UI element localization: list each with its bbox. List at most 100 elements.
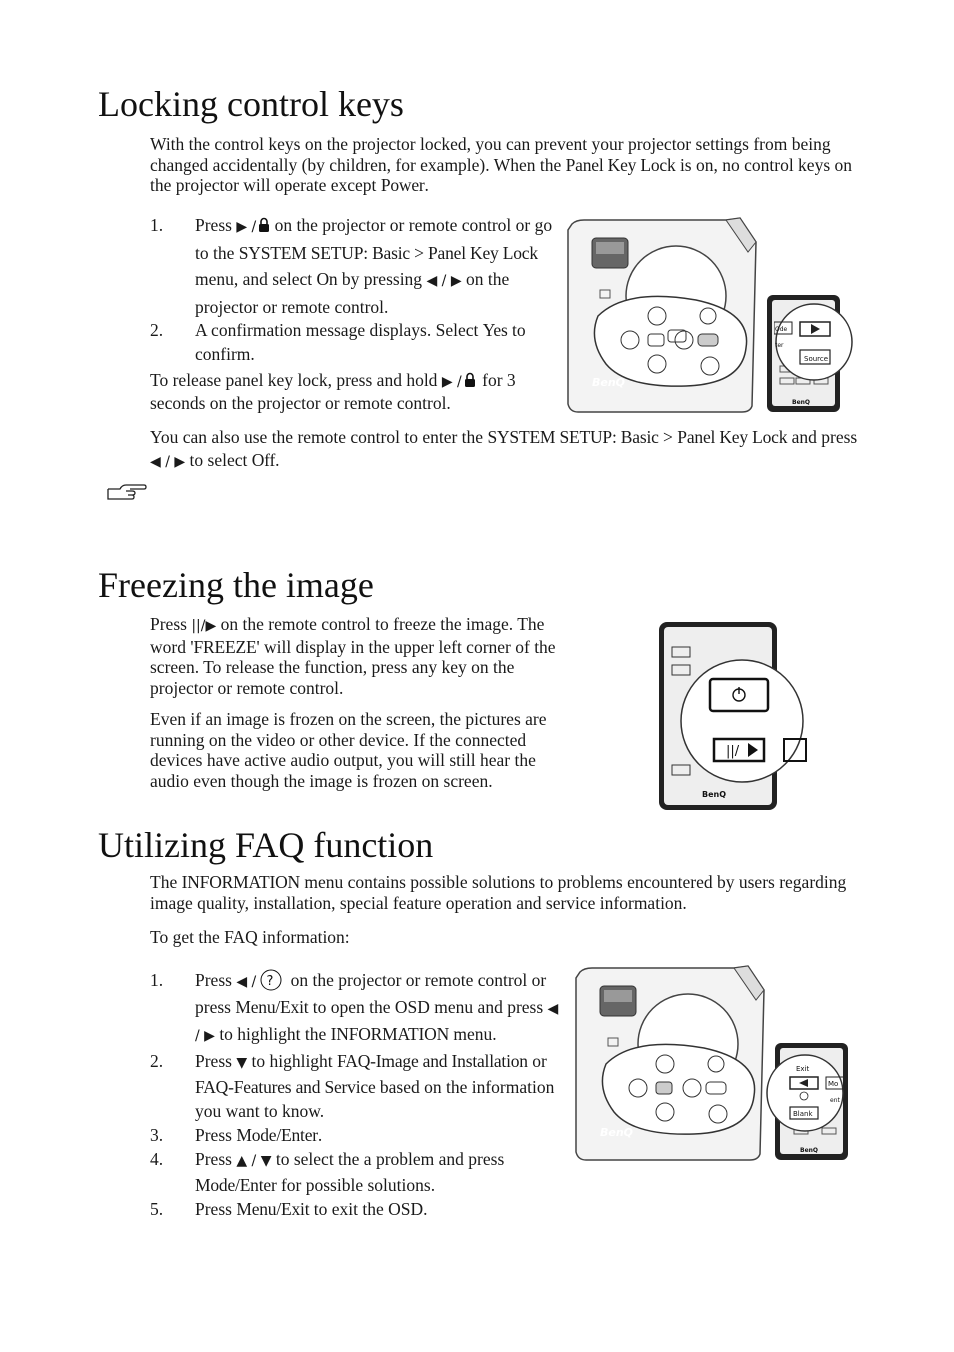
down-arrow-icon: ▼ [236, 1055, 248, 1071]
keyword: Off [251, 450, 276, 470]
left-arrow-icon: ◀ / [236, 974, 257, 990]
exit-label: Exit [796, 1065, 810, 1073]
lock-icon [258, 214, 270, 232]
text: on the remote control to freeze the imag… [150, 614, 545, 657]
text: menu. [449, 1024, 497, 1044]
keyword: Menu/Exit [236, 1199, 310, 1219]
text: or [527, 1051, 547, 1071]
svg-text:?: ? [267, 974, 274, 989]
list-item: 3. Press Mode/Enter. [150, 1123, 560, 1147]
brand-logo: BenQ [792, 399, 810, 406]
text: With the control keys on the projector l… [150, 134, 831, 175]
step-number: 1. [150, 970, 164, 990]
text: on the projector or remote control or pr… [195, 970, 547, 1017]
right-arrow-icon: ▶ / [236, 219, 257, 235]
text: for 3 seconds on the projector or remote… [150, 370, 516, 413]
text: for possible solutions. [276, 1175, 436, 1195]
text: on the projector or remote control or go… [195, 215, 553, 263]
remote-label: Ode [775, 326, 788, 333]
help-icon: ? [260, 969, 282, 991]
list-item: 1. Press ▶ / on the projector or remote … [150, 212, 570, 320]
keyword: Power [380, 175, 425, 195]
lock-icon [464, 372, 476, 388]
section-title-faq: Utilizing FAQ function [98, 825, 434, 865]
keyword: Mode/Enter [195, 1175, 277, 1195]
keyword: SYSTEM SETUP: Basic > Panel Key Lock [238, 243, 538, 263]
text: Press [150, 614, 192, 634]
text: To release panel key lock, press and hol… [150, 370, 442, 390]
text: by pressing [337, 269, 427, 289]
right-arrow-icon: ▶ / [441, 374, 462, 390]
brand-logo: BenQ [800, 1147, 818, 1154]
step-number: 1. [150, 215, 164, 235]
locking-intro: With the control keys on the projector l… [150, 134, 860, 196]
keyword: Yes [482, 320, 508, 340]
remote-label: ter [775, 342, 784, 349]
text: to exit the OSD. [309, 1199, 428, 1219]
text: A confirmation message displays. Select [195, 320, 483, 340]
left-right-arrow-icon: ◀ / ▶ [426, 273, 462, 289]
blank-label: Blank [793, 1110, 813, 1118]
release-instructions: To release panel key lock, press and hol… [150, 370, 570, 413]
text: on the projector or remote control. [195, 269, 510, 317]
up-down-arrow-icon: ▲ / ▼ [236, 1153, 272, 1169]
text: to confirm. [195, 320, 526, 364]
text: and press [787, 427, 858, 447]
left-right-arrow-icon: ◀ / ▶ [150, 454, 186, 470]
remote-instructions: You can also use the remote control to e… [150, 426, 860, 474]
text: Press [195, 970, 237, 990]
faq-lead: To get the FAQ information: [150, 927, 350, 947]
text: You can also use the remote control to e… [150, 427, 488, 447]
step-number: 5. [150, 1199, 164, 1219]
remote-label: ent [830, 1097, 840, 1104]
keyword: FREEZE [193, 636, 257, 657]
section-title-locking: Locking control keys [98, 84, 404, 124]
svg-text:||/: ||/ [726, 744, 740, 759]
text: Press [195, 1125, 237, 1145]
brand-logo: BenQ [592, 376, 625, 389]
list-item: 4. Press ▲ / ▼ to select the a problem a… [150, 1147, 560, 1197]
pause-play-icon: ||/▶ [191, 618, 217, 634]
freeze-paragraph-2: Even if an image is frozen on the screen… [150, 709, 547, 791]
step-number: 2. [150, 1051, 164, 1071]
brand-logo: BenQ [600, 1126, 633, 1139]
text: to select the a problem and press [271, 1149, 505, 1169]
keyword: FAQ-Features and Service [195, 1077, 376, 1097]
brand-logo: BenQ [702, 790, 726, 799]
text: Press [195, 1199, 237, 1219]
text: menu, and select [195, 269, 317, 289]
text: to select [185, 450, 252, 470]
keyword: On [316, 269, 338, 289]
faq-steps: 1. Press ◀ / ? on the projector or remot… [150, 968, 560, 1221]
source-label: Source [804, 355, 828, 363]
text: menu contains possible solutions to prob… [150, 872, 847, 913]
text: Press [195, 215, 237, 235]
text: . [317, 1125, 323, 1145]
step-number: 3. [150, 1125, 164, 1145]
step-number: 4. [150, 1149, 164, 1169]
text: based on the information you want to kno… [195, 1077, 555, 1121]
text: . [275, 450, 280, 470]
keyword: FAQ-Image and Installation [337, 1051, 528, 1071]
list-item: 2. Press ▼ to highlight FAQ-Image and In… [150, 1049, 560, 1123]
keyword: Panel Key Lock [677, 427, 788, 447]
list-item: 5. Press Menu/Exit to exit the OSD. [150, 1197, 560, 1221]
text: > [658, 427, 678, 447]
freeze-paragraph-1: Press ||/▶ on the remote control to free… [150, 614, 568, 698]
text: Press [195, 1051, 237, 1071]
left-right-arrow-icon: ◀ / ▶ [195, 1001, 559, 1044]
text: to open the OSD menu and press [308, 997, 548, 1017]
keyword: Mode/Enter [236, 1125, 318, 1145]
text: . [424, 175, 429, 195]
keyword: SYSTEM SETUP: Basic [487, 427, 659, 447]
keyword: INFORMATION [330, 1024, 450, 1044]
keyword: Panel Key Lock [565, 154, 676, 175]
text: The [150, 872, 182, 892]
text: to highlight the [214, 1024, 331, 1044]
remote-label: Mo [828, 1080, 838, 1088]
list-item: 2. A confirmation message displays. Sele… [150, 318, 570, 366]
keyword: INFORMATION [181, 872, 301, 892]
section-title-freezing: Freezing the image [98, 565, 374, 605]
keyword: Menu/Exit [235, 997, 309, 1017]
locking-steps: 1. Press ▶ / on the projector or remote … [150, 212, 570, 366]
